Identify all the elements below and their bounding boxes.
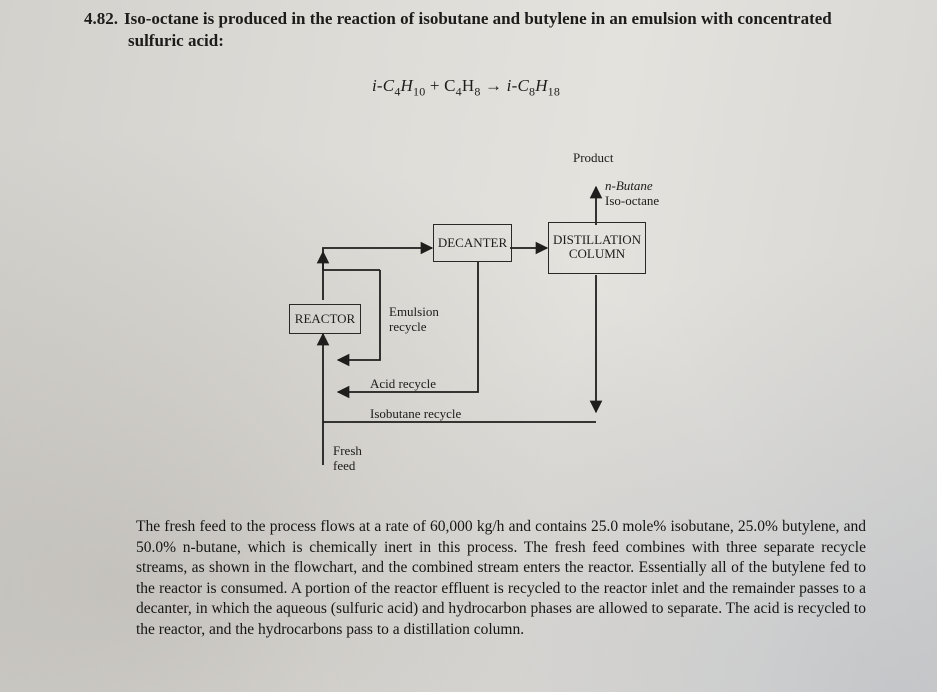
eq-sub: 4 [455, 84, 462, 99]
problem-number: 4.82. [84, 9, 118, 28]
product-label: Product [573, 150, 614, 165]
fresh-label-2: feed [333, 458, 356, 473]
emulsion-label-2: recycle [389, 319, 427, 334]
distillation-label-2: COLUMN [568, 246, 626, 261]
eq-text: i-C [506, 76, 529, 95]
eq-text: H [400, 76, 414, 95]
reactor-label: REACTOR [294, 311, 356, 326]
n-butane-label: n-Butane [605, 178, 653, 193]
problem-paragraph: The fresh feed to the process flows at a… [136, 518, 866, 638]
fresh-label-1: Fresh [333, 443, 362, 458]
problem-line-2: sulfuric acid: [128, 31, 224, 50]
eq-text: i-C [372, 76, 395, 95]
eq-text: H [535, 76, 548, 95]
distillation-column-box: DISTILLATION COLUMN [548, 222, 646, 274]
emulsion-recycle-label: Emulsion recycle [389, 304, 439, 334]
reaction-equation: i-C4H10 + C4H8 → i-C8H18 [372, 76, 560, 99]
problem-statement-header: 4.82. Iso-octane is produced in the react… [84, 8, 884, 52]
decanter-label: DECANTER [437, 235, 508, 250]
iso-octane-label: Iso-octane [605, 193, 660, 208]
eq-sub: 8 [528, 84, 536, 99]
decanter-box: DECANTER [433, 224, 512, 262]
n-butane-text: n-Butane [605, 178, 653, 193]
eq-sub: 18 [547, 84, 561, 99]
emulsion-label-1: Emulsion [389, 304, 439, 319]
eq-sub: 8 [474, 84, 481, 99]
isobutane-recycle-label: Isobutane recycle [370, 406, 462, 421]
problem-line-1: Iso-octane is produced in the reaction o… [124, 9, 832, 28]
reactor-box: REACTOR [289, 304, 361, 334]
fresh-feed-label: Fresh feed [333, 443, 362, 473]
distillation-label-1: DISTILLATION [552, 232, 642, 247]
eq-sub: 10 [413, 84, 426, 99]
stream-acid-recycle [336, 262, 479, 399]
eq-sub: 4 [394, 84, 401, 99]
eq-text: + C [425, 76, 456, 95]
stream-reactor-to-decanter [322, 241, 434, 300]
stream-emulsion-recycle [336, 270, 381, 367]
eq-text: H [461, 76, 475, 95]
acid-recycle-label: Acid recycle [370, 376, 437, 391]
eq-arrow: → [480, 76, 507, 95]
